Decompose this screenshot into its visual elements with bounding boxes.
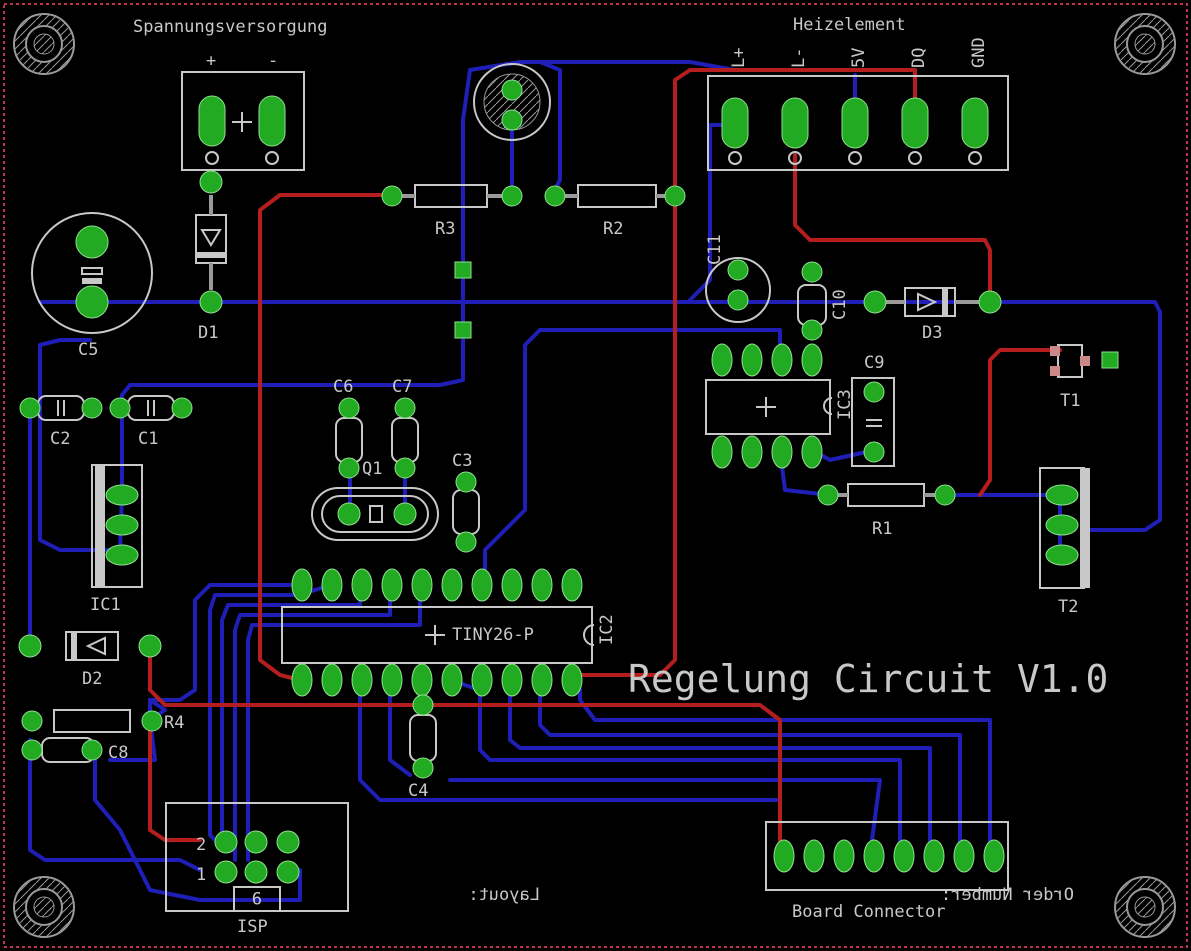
- ic1-regulator: IC1: [90, 464, 143, 615]
- layout-mirrored-text: Layout:: [468, 885, 540, 905]
- capacitor-c8: C8: [21, 737, 128, 763]
- heater-connector: Heizelement L+ L- 5V DQ GND: [707, 15, 1009, 171]
- c7-label: C7: [392, 377, 412, 397]
- r3-label: R3: [435, 219, 455, 239]
- heater-pin-label-gnd: GND: [969, 37, 989, 68]
- resistor-r3: R3: [381, 184, 523, 239]
- c2-label: C2: [50, 429, 70, 449]
- t2-label: T2: [1058, 597, 1078, 617]
- vias: [454, 261, 1119, 369]
- resistor-r2: R2: [544, 184, 686, 239]
- heater-connector-title: Heizelement: [793, 15, 906, 35]
- r4-label: R4: [164, 713, 184, 733]
- mounting-holes: [13, 13, 1176, 938]
- c9-label: C9: [864, 353, 884, 373]
- capacitor-c11: C11: [705, 234, 771, 323]
- isp-connector: 2 1 9 ISP: [165, 802, 349, 937]
- sensor-top: [473, 63, 551, 141]
- capacitor-c7: C7: [391, 377, 419, 479]
- board-title: Regelung Circuit V1.0: [628, 657, 1108, 701]
- d1-label: D1: [198, 323, 218, 343]
- heater-pin-label-5v: 5V: [849, 48, 869, 68]
- ic3-label: IC3: [835, 389, 855, 420]
- power-plus-label: +: [206, 51, 216, 71]
- diode-d2: D2: [18, 631, 162, 689]
- board-connector-label: Board Connector: [792, 902, 946, 922]
- resistor-r4: R4: [21, 709, 184, 733]
- c10-label: C10: [830, 289, 850, 320]
- isp-pin2-label: 2: [196, 835, 206, 855]
- c6-label: C6: [333, 377, 353, 397]
- capacitor-c5: C5: [31, 212, 153, 360]
- board-connector: Board Connector: [765, 821, 1009, 922]
- capacitor-c9: C9: [851, 353, 895, 467]
- power-minus-label: -: [268, 51, 278, 71]
- heater-pin-label-dq: DQ: [909, 48, 929, 68]
- capacitor-c4: C4: [408, 694, 437, 801]
- capacitor-c1: C1: [109, 395, 193, 449]
- power-connector: Spannungsversorgung + -: [133, 17, 327, 171]
- c11-label: C11: [705, 234, 725, 265]
- heater-pin-label-lminus: L-: [789, 48, 809, 68]
- c3-label: C3: [452, 451, 472, 471]
- transistor-t1: T1: [1050, 344, 1090, 411]
- ic2-tiny26: TINY26-P IC2: [281, 568, 617, 697]
- r1-label: R1: [872, 519, 892, 539]
- power-connector-title: Spannungsversorgung: [133, 17, 327, 37]
- crystal-q1: Q1: [311, 459, 439, 541]
- capacitor-c2: C2: [19, 395, 103, 449]
- t1-label: T1: [1060, 391, 1080, 411]
- order-number-mirrored-text: Order Number:: [941, 885, 1074, 905]
- c8-label: C8: [108, 743, 128, 763]
- ic1-label: IC1: [90, 595, 121, 615]
- q1-label: Q1: [362, 459, 382, 479]
- isp-pin9-label: 9: [252, 887, 262, 907]
- tiny26-label: TINY26-P: [452, 625, 534, 645]
- c5-label: C5: [78, 340, 98, 360]
- transistor-t2: T2: [1039, 467, 1090, 617]
- capacitor-c6: C6: [333, 377, 363, 479]
- capacitor-c10: C10: [797, 261, 850, 341]
- diode-d1: D1: [195, 170, 227, 343]
- c1-label: C1: [138, 429, 158, 449]
- c4-label: C4: [408, 781, 428, 801]
- ic2-label: IC2: [597, 614, 617, 645]
- diode-d3: D3: [863, 287, 1002, 343]
- isp-label: ISP: [237, 917, 268, 937]
- resistor-r1: R1: [817, 483, 956, 539]
- r2-label: R2: [603, 219, 623, 239]
- d3-label: D3: [922, 323, 942, 343]
- isp-pin1-label: 1: [196, 865, 206, 885]
- capacitor-c3: C3: [452, 451, 480, 553]
- ic3: IC3: [705, 343, 855, 469]
- d2-label: D2: [82, 669, 102, 689]
- heater-pin-label-lplus: L+: [729, 48, 749, 68]
- top-traces: [148, 68, 1062, 857]
- board-edge: [3, 3, 1188, 948]
